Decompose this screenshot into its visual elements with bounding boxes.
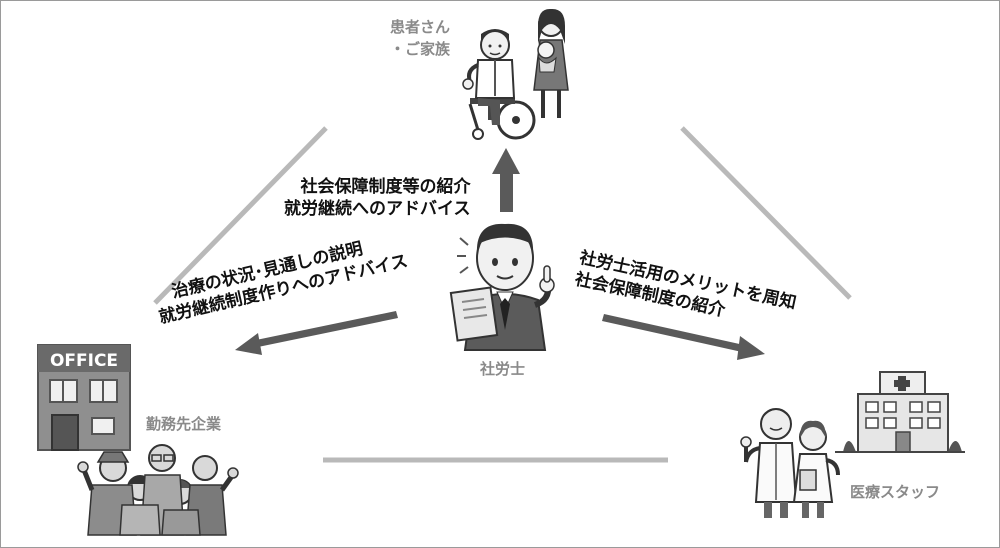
message-to-patient-line1: 社会保障制度等の紹介: [300, 177, 471, 197]
message-to-patient: 社会保障制度等の紹介 就労継続へのアドバイス: [284, 176, 471, 220]
hospital-building-illustration: [835, 371, 965, 453]
patient-label-line2: ・ご家族: [390, 40, 451, 58]
patient-label-line1: 患者さん: [390, 18, 451, 36]
arrow-to-patient: [492, 148, 520, 212]
consultant-label: 社労士: [480, 360, 526, 378]
medical-staff-illustration: [740, 408, 840, 518]
company-label: 勤務先企業: [146, 415, 222, 433]
message-to-patient-line2: 就労継続へのアドバイス: [284, 199, 471, 219]
workers-illustration: [77, 444, 239, 536]
patient-label: 患者さん ・ご家族: [390, 16, 450, 60]
office-building-illustration: [37, 344, 131, 451]
triangle-line-right: [680, 126, 852, 300]
triangle-line-left: [153, 126, 328, 305]
office-sign-text: OFFICE: [50, 351, 118, 371]
medical-label: 医療スタッフ: [850, 483, 941, 501]
consultant-illustration: [449, 223, 555, 351]
arrow-to-company: [235, 311, 398, 355]
patient-family-illustration: [462, 8, 569, 140]
arrow-to-medical: [602, 314, 765, 360]
